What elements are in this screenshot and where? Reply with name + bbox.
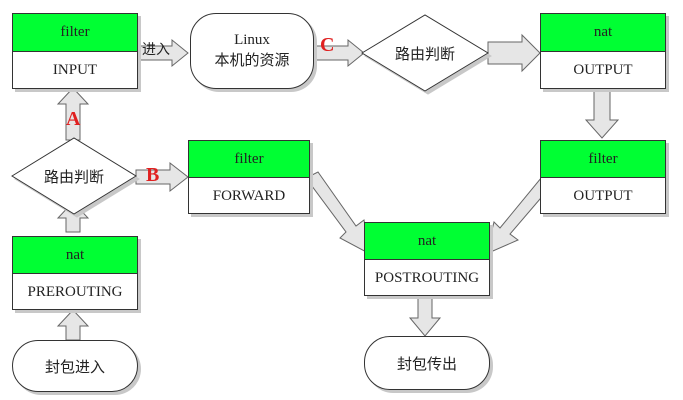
chain-name-label: POSTROUTING bbox=[374, 269, 480, 286]
linux-local-resource: Linux 本机的资源 bbox=[190, 13, 314, 89]
chain-nat-output: nat OUTPUT bbox=[540, 13, 666, 89]
local-resource-label: 本机的资源 bbox=[214, 51, 290, 69]
path-label-a: A bbox=[66, 108, 81, 130]
arrow-route-up-input bbox=[56, 87, 90, 141]
chain-filter-output: filter OUTPUT bbox=[540, 140, 666, 214]
arrow-route-to-output bbox=[487, 33, 541, 73]
chain-name-label: OUTPUT bbox=[573, 62, 633, 78]
route-decision-left-label: 路由判断 bbox=[43, 167, 104, 186]
arrow-output-down bbox=[584, 87, 620, 139]
arrow-post-to-out bbox=[408, 295, 442, 337]
path-label-c: C bbox=[320, 34, 335, 56]
packet-out-label: 封包传出 bbox=[396, 354, 457, 373]
chain-table-label: nat bbox=[13, 237, 137, 274]
chain-name-label: INPUT bbox=[52, 62, 98, 78]
chain-name-label: FORWARD bbox=[212, 187, 286, 204]
packet-out-node: 封包传出 bbox=[364, 336, 490, 390]
route-diamond-left bbox=[11, 137, 137, 215]
chain-filter-forward: filter FORWARD bbox=[188, 140, 310, 214]
chain-table-label: filter bbox=[189, 141, 309, 178]
chain-table-label: nat bbox=[365, 223, 489, 260]
route-decision-top-label: 路由判断 bbox=[394, 44, 455, 63]
packet-in-label: 封包进入 bbox=[44, 357, 105, 376]
arrow-in-to-pre bbox=[56, 309, 90, 341]
route-diamond-top bbox=[361, 14, 489, 92]
chain-table-label: nat bbox=[541, 14, 665, 52]
chain-name-label: OUTPUT bbox=[573, 187, 633, 204]
arrow-forward-to-post bbox=[305, 171, 371, 255]
arrow-input-to-linux bbox=[137, 38, 189, 68]
chain-nat-postrouting: nat POSTROUTING bbox=[364, 222, 490, 296]
chain-name-label: PREROUTING bbox=[27, 283, 123, 300]
packet-in-node: 封包进入 bbox=[12, 340, 138, 392]
chain-nat-prerouting: nat PREROUTING bbox=[12, 236, 138, 310]
linux-label: Linux bbox=[234, 32, 270, 48]
path-label-b: B bbox=[146, 164, 160, 186]
chain-table-label: filter bbox=[13, 14, 137, 52]
chain-filter-input: filter INPUT bbox=[12, 13, 138, 89]
arrow-route-to-forward bbox=[135, 161, 189, 193]
chain-table-label: filter bbox=[541, 141, 665, 178]
arrow-linux-to-route bbox=[313, 38, 365, 68]
enter-label: 进入 bbox=[142, 42, 170, 58]
